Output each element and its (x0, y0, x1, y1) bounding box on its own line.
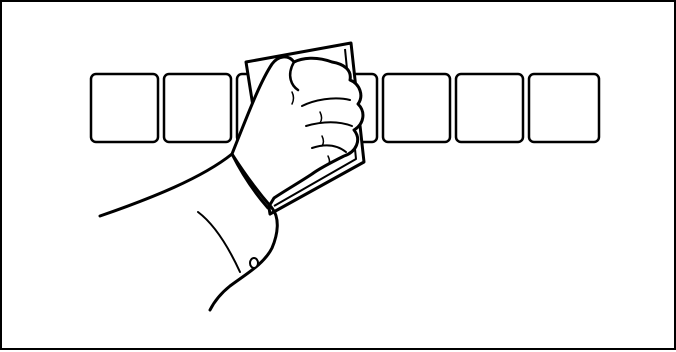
hand (230, 55, 365, 210)
cuff-button (249, 257, 259, 269)
slot-box-7 (527, 72, 601, 144)
slot-box-5 (381, 72, 452, 144)
slot-box-6 (454, 72, 525, 144)
slot-box-1 (89, 72, 160, 144)
sleeve (98, 152, 279, 312)
slot-box-2 (162, 72, 233, 144)
